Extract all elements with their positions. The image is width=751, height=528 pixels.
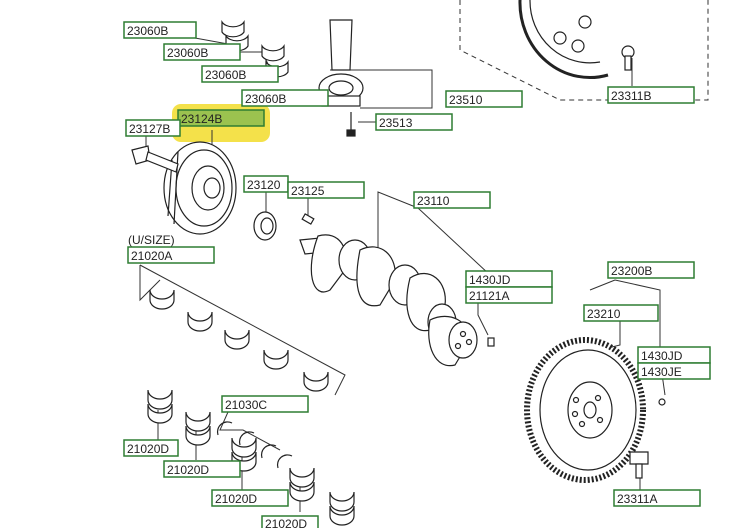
part-label[interactable]: 23127B: [125, 119, 181, 137]
bolt-icon: [131, 145, 179, 173]
bolt-icon: [629, 451, 649, 479]
part-labels: 23060B 23060B 23060B 23060B 23510 23513 …: [123, 21, 711, 528]
part-label[interactable]: 23125: [287, 181, 365, 199]
pin-icon: [487, 337, 495, 347]
svg-text:23311B: 23311B: [611, 89, 651, 103]
svg-text:21020D: 21020D: [265, 517, 307, 528]
part-label[interactable]: 23200B: [607, 261, 695, 279]
crankshaft-pulley-icon: [163, 141, 237, 235]
part-label[interactable]: 23120: [243, 175, 289, 193]
key-icon: [301, 213, 315, 225]
part-label[interactable]: 21030C: [221, 395, 309, 413]
part-label[interactable]: 21020D: [163, 460, 241, 478]
crankshaft-icon: [299, 234, 478, 367]
part-label[interactable]: 23060B: [163, 43, 241, 61]
svg-text:21121A: 21121A: [469, 289, 509, 303]
part-label[interactable]: 21020A: [127, 246, 215, 264]
svg-text:23125: 23125: [291, 184, 325, 198]
svg-text:23060B: 23060B: [205, 68, 246, 82]
part-label[interactable]: 23060B: [123, 21, 197, 39]
flywheel-icon: [524, 337, 646, 483]
svg-text:23060B: 23060B: [127, 24, 168, 38]
svg-text:23127B: 23127B: [129, 122, 170, 136]
svg-text:21020D: 21020D: [215, 492, 257, 506]
part-label[interactable]: 23210: [583, 304, 659, 322]
part-label[interactable]: 21020D: [211, 489, 289, 507]
part-label[interactable]: 21020D: [123, 439, 179, 457]
svg-text:23200B: 23200B: [611, 264, 652, 278]
svg-text:21020D: 21020D: [167, 463, 209, 477]
flywheel-top-icon: [518, 0, 609, 80]
svg-text:23110: 23110: [417, 194, 450, 208]
svg-text:1430JD: 1430JD: [641, 349, 683, 363]
svg-text:21020A: 21020A: [131, 249, 172, 263]
leader-lines: [139, 0, 709, 512]
svg-text:23120: 23120: [247, 178, 281, 192]
connecting-rod-icon: [318, 19, 364, 137]
part-label[interactable]: 23513: [375, 113, 453, 131]
oil-seal-icon: [253, 211, 277, 241]
part-label[interactable]: 23510: [445, 90, 523, 108]
part-label[interactable]: 23060B: [241, 89, 329, 107]
part-label[interactable]: 23110: [413, 191, 491, 209]
svg-text:21030C: 21030C: [225, 398, 267, 412]
part-label[interactable]: 23311A: [613, 489, 701, 507]
parts: [131, 0, 666, 526]
size-note: (U/SIZE): [128, 233, 175, 247]
svg-text:23210: 23210: [587, 307, 621, 321]
bolt-icon: [621, 45, 635, 71]
part-label[interactable]: 23311B: [607, 86, 695, 104]
thrust-washer-set: [216, 421, 293, 469]
part-label[interactable]: 23060B: [201, 65, 279, 83]
svg-text:23060B: 23060B: [245, 92, 286, 106]
part-label[interactable]: 1430JD: [465, 270, 553, 288]
part-label[interactable]: 1430JD: [637, 346, 711, 364]
svg-text:1430JD: 1430JD: [469, 273, 511, 287]
svg-text:21020D: 21020D: [127, 442, 169, 456]
svg-text:1430JE: 1430JE: [641, 365, 682, 379]
svg-text:23060B: 23060B: [167, 46, 208, 60]
part-label[interactable]: 21020D: [261, 515, 319, 528]
svg-text:23311A: 23311A: [617, 492, 657, 506]
pin-icon: [658, 398, 666, 406]
svg-text:23513: 23513: [379, 116, 413, 130]
part-label[interactable]: 1430JE: [637, 362, 711, 380]
part-label-selected[interactable]: 23124B: [177, 109, 265, 127]
part-label[interactable]: 21121A: [465, 286, 553, 304]
svg-text:23510: 23510: [449, 93, 483, 107]
main-bearing-set: [149, 289, 329, 392]
svg-text:23124B: 23124B: [181, 112, 222, 126]
